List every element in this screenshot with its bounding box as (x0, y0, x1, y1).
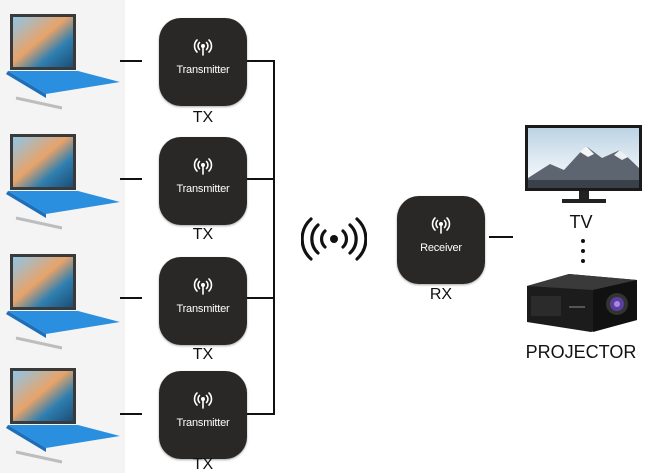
wireless-antenna-icon (159, 390, 247, 415)
wireless-antenna-icon (159, 156, 247, 181)
tx-caption: TX (192, 226, 214, 243)
wireless-antenna-icon (159, 37, 247, 62)
bus-line (247, 60, 275, 62)
tv-caption: TV (569, 212, 593, 232)
connector-line (120, 413, 142, 415)
receiver: Receiver (397, 196, 485, 284)
bus-vertical-line (273, 60, 275, 415)
bus-line (247, 297, 275, 299)
tv-image (524, 124, 644, 215)
transmitter-label: Transmitter (176, 417, 230, 429)
bus-line (247, 413, 275, 415)
connector-line (120, 297, 142, 299)
laptop-4 (2, 366, 122, 466)
transmitter-3: Transmitter (159, 257, 247, 345)
laptop-3 (2, 252, 122, 352)
connector-line (120, 178, 142, 180)
tx-caption: TX (192, 456, 214, 473)
transmitter-4: Transmitter (159, 371, 247, 459)
wireless-antenna-icon (159, 276, 247, 301)
wireless-antenna-icon (397, 215, 485, 240)
transmitter-2: Transmitter (159, 137, 247, 225)
projector-image (521, 268, 643, 343)
transmitter-label: Transmitter (176, 303, 230, 315)
rx-caption: RX (429, 286, 453, 303)
receiver-label: Receiver (420, 242, 462, 254)
projector-caption: PROJECTOR (525, 342, 637, 362)
wireless-signal-icon (300, 214, 368, 269)
transmitter-label: Transmitter (176, 64, 230, 76)
output-line (489, 236, 513, 238)
transmitter-1: Transmitter (159, 18, 247, 106)
laptop-2 (2, 132, 122, 232)
transmitter-label: Transmitter (176, 183, 230, 195)
tx-caption: TX (192, 109, 214, 126)
laptop-1 (2, 12, 122, 112)
tx-caption: TX (192, 346, 214, 363)
connector-line (120, 60, 142, 62)
bus-line (247, 178, 275, 180)
